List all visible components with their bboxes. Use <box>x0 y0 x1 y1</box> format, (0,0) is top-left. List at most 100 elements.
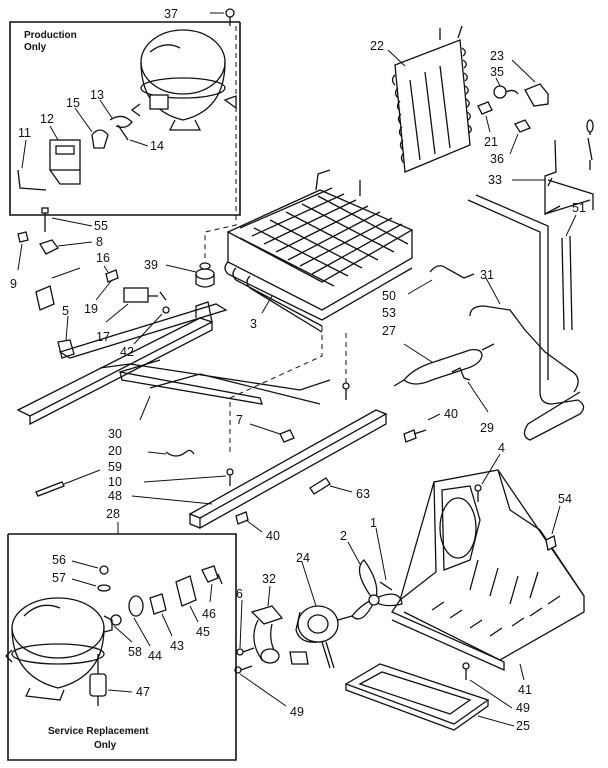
callout-43: 43 <box>170 639 184 653</box>
production-only-group: Production Only 37 12 <box>9 7 241 216</box>
service-replacement-group: 28 Service Replacement Only 56 57 58 44 <box>5 507 237 761</box>
callout-30: 30 <box>108 427 122 441</box>
service-replacement-box <box>7 533 237 761</box>
callout-36: 36 <box>490 152 504 166</box>
compressor-service <box>5 597 113 701</box>
callout-16: 16 <box>96 251 110 265</box>
clip-20 <box>165 449 195 457</box>
production-only-note-line1: Production <box>24 30 77 41</box>
heater-59 <box>35 481 65 497</box>
callout-54: 54 <box>558 492 572 506</box>
mounting-plate-41 <box>391 469 585 672</box>
callout-3: 3 <box>250 317 257 331</box>
plug-21 <box>477 101 493 115</box>
callout-45: 45 <box>196 625 210 639</box>
frame-30 <box>16 301 331 426</box>
fan-motor-24 <box>295 605 353 669</box>
callout-14: 14 <box>150 139 164 153</box>
callout-63: 63 <box>356 487 370 501</box>
callout-32: 32 <box>262 572 276 586</box>
callout-35: 35 <box>490 65 504 79</box>
callout-23: 23 <box>490 49 504 63</box>
callout-29: 29 <box>480 421 494 435</box>
callout-46: 46 <box>202 607 216 621</box>
bracket-23 <box>524 83 549 107</box>
callout-11: 11 <box>18 126 31 140</box>
clip-13 <box>109 115 133 128</box>
service-note-line2: Only <box>94 740 117 751</box>
callout-49-lower: 49 <box>290 705 304 719</box>
callout-13: 13 <box>90 88 104 102</box>
callout-33: 33 <box>488 173 502 187</box>
motor-bracket-32 <box>250 605 309 665</box>
clip-63 <box>309 477 331 495</box>
compressor-production <box>130 29 237 131</box>
callout-41: 41 <box>518 683 532 697</box>
callout-59: 59 <box>108 460 122 474</box>
callout-7: 7 <box>236 413 243 427</box>
callout-10: 10 <box>108 475 122 489</box>
clip-44 <box>128 595 144 617</box>
screw-37 <box>225 8 235 26</box>
cover-43 <box>149 593 167 615</box>
heat-exchanger-31 <box>469 305 579 393</box>
screw-49-plate <box>462 662 470 680</box>
grommet-58 <box>110 614 122 626</box>
condenser-22 <box>391 25 472 173</box>
relay-45 <box>175 575 197 607</box>
grommet-35 <box>493 85 507 99</box>
washer-56 <box>99 565 109 575</box>
callout-25: 25 <box>516 719 530 733</box>
clip-46 <box>201 565 223 585</box>
cover-15 <box>91 129 109 149</box>
callout-22: 22 <box>370 39 384 53</box>
callout-19: 19 <box>84 302 98 316</box>
callout-53: 53 <box>382 306 396 320</box>
grommet-39 <box>195 262 215 288</box>
clip-36 <box>514 119 531 133</box>
screw-40-lower <box>235 511 249 525</box>
callout-12: 12 <box>40 112 54 126</box>
callout-40-lower: 40 <box>266 529 280 543</box>
evaporator-3 <box>224 169 414 333</box>
callout-49-plate: 49 <box>516 701 530 715</box>
grommet-54 <box>545 535 557 551</box>
terminal-16 <box>105 269 119 283</box>
callout-57: 57 <box>52 571 66 585</box>
clip-14 <box>117 124 129 141</box>
production-only-note-line2: Only <box>24 42 47 53</box>
callout-37: 37 <box>164 7 178 21</box>
callout-9: 9 <box>10 277 17 291</box>
callout-48: 48 <box>108 489 122 503</box>
callout-21: 21 <box>484 135 498 149</box>
screws-6 <box>234 647 255 674</box>
rail-48 <box>188 409 388 530</box>
callout-31: 31 <box>480 268 494 282</box>
service-note-line1: Service Replacement <box>48 726 149 737</box>
production-only-box <box>9 21 241 216</box>
bracket-29 <box>451 367 471 381</box>
reference-dash-37 <box>204 26 237 258</box>
screw-55 <box>41 207 49 232</box>
callout-42: 42 <box>120 345 134 359</box>
callout-8: 8 <box>96 235 103 249</box>
callout-4: 4 <box>498 441 505 455</box>
screw-4 <box>474 484 482 502</box>
callout-39: 39 <box>144 258 158 272</box>
spacer-7 <box>279 429 295 443</box>
callout-50: 50 <box>382 289 396 303</box>
relay-12 <box>49 139 81 185</box>
clip-8 <box>39 239 59 255</box>
heat-exchanger-27 <box>393 343 495 387</box>
relay-17 <box>123 287 167 303</box>
tube-33 <box>544 119 594 216</box>
callout-2: 2 <box>340 529 347 543</box>
capacitor-47 <box>89 654 107 706</box>
callout-55: 55 <box>94 219 108 233</box>
callout-1: 1 <box>370 516 377 530</box>
suction-line <box>467 194 585 441</box>
callout-24: 24 <box>296 551 310 565</box>
callout-6: 6 <box>236 587 243 601</box>
screw-53 <box>342 382 350 400</box>
callout-40-upper: 40 <box>444 407 458 421</box>
